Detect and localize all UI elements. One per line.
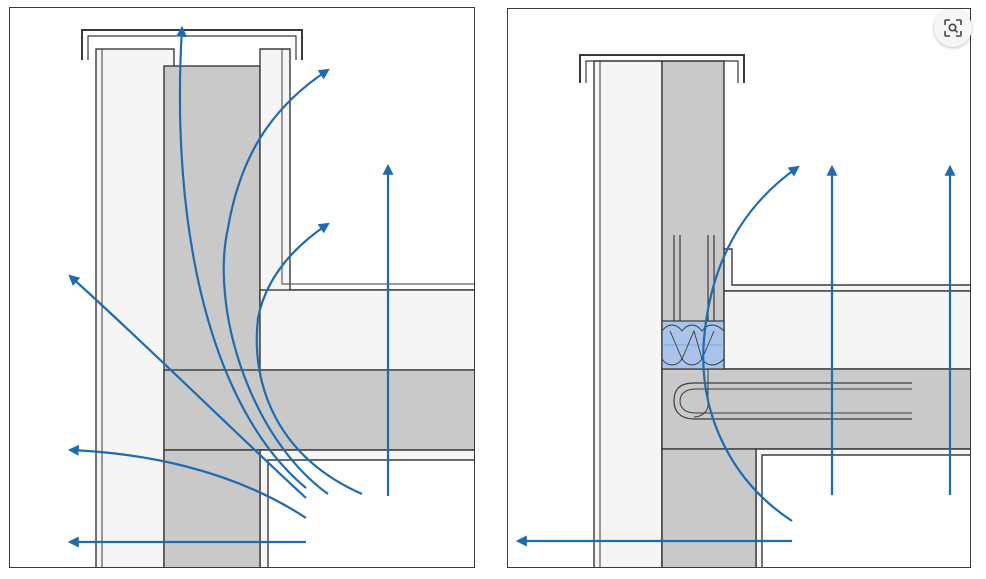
panel-without-thermal-break <box>9 7 475 568</box>
heat-flow-arrow <box>255 222 363 496</box>
wall-render-layer <box>95 48 175 567</box>
lower-wall-concrete <box>661 448 757 567</box>
detail-drawing-right <box>515 54 970 567</box>
heat-flow-arrow <box>68 274 307 499</box>
coping-cap-inner <box>585 60 739 83</box>
wall-inner-lining <box>723 248 970 292</box>
heat-flow-arrow <box>702 165 800 522</box>
heat-flow-arrow <box>175 25 307 489</box>
heat-flow-arrow <box>67 444 307 519</box>
reinforcement-loop-inner <box>679 388 912 414</box>
thermal-break-insulation <box>661 320 725 370</box>
lower-inner-lining <box>259 449 474 567</box>
wall-inner-lining <box>259 48 474 301</box>
floor-slab <box>661 368 970 450</box>
coping-cap <box>579 54 745 83</box>
inner-finish-line <box>281 49 474 285</box>
zoom-button[interactable] <box>934 9 972 47</box>
lower-wall-concrete <box>163 449 261 567</box>
floor-slab <box>163 369 474 451</box>
floor-screed <box>723 290 970 370</box>
panel-with-thermal-break <box>507 8 971 568</box>
coping-cap-inner <box>87 35 297 60</box>
zoom-lens-icon <box>944 19 962 37</box>
anchor-bar <box>673 235 681 321</box>
floor-screed <box>259 289 474 371</box>
reinforcement-loop <box>673 382 912 420</box>
coping-cap <box>81 29 303 60</box>
lower-inner-lining <box>755 448 970 567</box>
wall-render-layer <box>593 60 663 567</box>
heat-flow-arrow <box>222 68 330 495</box>
detail-drawing-left <box>67 25 474 567</box>
